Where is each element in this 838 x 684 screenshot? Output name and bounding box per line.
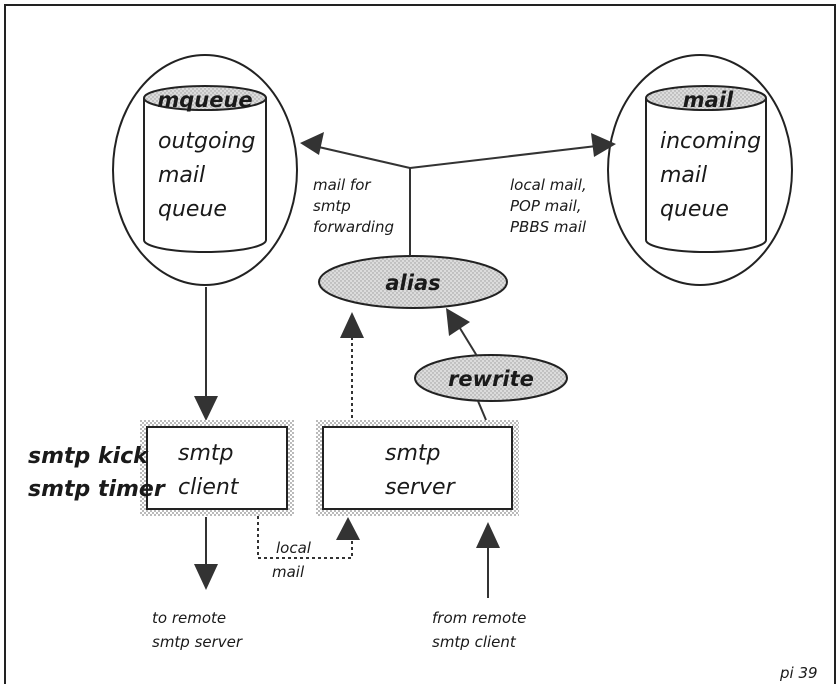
local-label-1: local mail,	[510, 176, 587, 194]
alias-ellipse	[318, 255, 508, 309]
mail-title: mail	[683, 88, 734, 112]
to-remote-label-2: smtp server	[152, 633, 243, 651]
to-remote-label-1: to remote	[152, 609, 226, 627]
mqueue-title: mqueue	[157, 88, 252, 112]
mail-line-3: queue	[660, 197, 729, 222]
remote-to-server-arrowhead	[476, 522, 500, 548]
outer-frame	[4, 4, 836, 684]
mail-line-2: mail	[660, 163, 707, 188]
alias-node: alias	[318, 255, 508, 309]
mqueue-line-2: mail	[158, 163, 205, 188]
from-remote-label-2: smtp client	[432, 633, 517, 651]
local-label-3: PBBS mail	[510, 218, 587, 236]
local-mail-dotted	[257, 516, 353, 559]
server-label-2: server	[385, 475, 457, 500]
rewrite-to-alias-line	[457, 324, 478, 357]
to-mail-arrowhead	[591, 133, 616, 157]
mail-cylinder	[645, 98, 767, 253]
to-mail-line	[409, 144, 606, 169]
rewrite-node: rewrite	[414, 354, 568, 402]
smtp-timer-label: smtp timer	[28, 477, 166, 502]
rewrite-ellipse	[414, 354, 568, 402]
local-mail-label-2: mail	[272, 563, 305, 581]
mqueue-line-1: outgoing	[158, 129, 256, 154]
from-remote-label-1: from remote	[432, 609, 526, 627]
mqueue-store: mqueue outgoing mail queue	[112, 54, 298, 286]
server-to-rewrite-line	[477, 400, 487, 421]
local-mail-label-1: local	[276, 539, 312, 557]
forward-label-2: smtp	[313, 197, 351, 215]
to-mqueue-arrowhead	[300, 132, 324, 155]
server-label-1: smtp	[385, 441, 440, 466]
smtp-server-box: smtp server	[316, 420, 519, 516]
client-label-2: client	[178, 475, 240, 500]
client-frame	[146, 426, 288, 510]
rewrite-label: rewrite	[448, 367, 534, 391]
alias-splitter	[300, 132, 616, 255]
mqueue-cylinder	[143, 98, 267, 253]
forward-label-1: mail for	[313, 176, 371, 194]
figure-id: pi 39	[779, 664, 818, 682]
mail-line-1: incoming	[660, 129, 761, 154]
local-label-2: POP mail,	[510, 197, 582, 215]
mail-cylinder-top	[645, 85, 767, 111]
forward-label-3: forwarding	[313, 218, 394, 236]
local-mail-loop: local mail	[257, 516, 360, 581]
server-to-alias-arrowhead	[340, 312, 364, 338]
mqueue-line-3: queue	[158, 197, 227, 222]
client-label-1: smtp	[178, 441, 233, 466]
smtp-kick-label: smtp kick	[28, 444, 149, 469]
server-frame	[322, 426, 513, 510]
client-to-remote-arrowhead	[194, 564, 218, 590]
mail-store: mail incoming mail queue	[607, 54, 793, 286]
mqueue-cylinder-top	[143, 85, 267, 111]
to-mqueue-line	[309, 144, 411, 169]
rewrite-to-alias-arrowhead	[446, 308, 470, 336]
mqueue-to-client-arrowhead	[194, 396, 218, 421]
smtp-client-box: smtp client	[140, 420, 294, 516]
alias-label: alias	[385, 271, 440, 295]
local-mail-arrowhead	[336, 517, 360, 540]
